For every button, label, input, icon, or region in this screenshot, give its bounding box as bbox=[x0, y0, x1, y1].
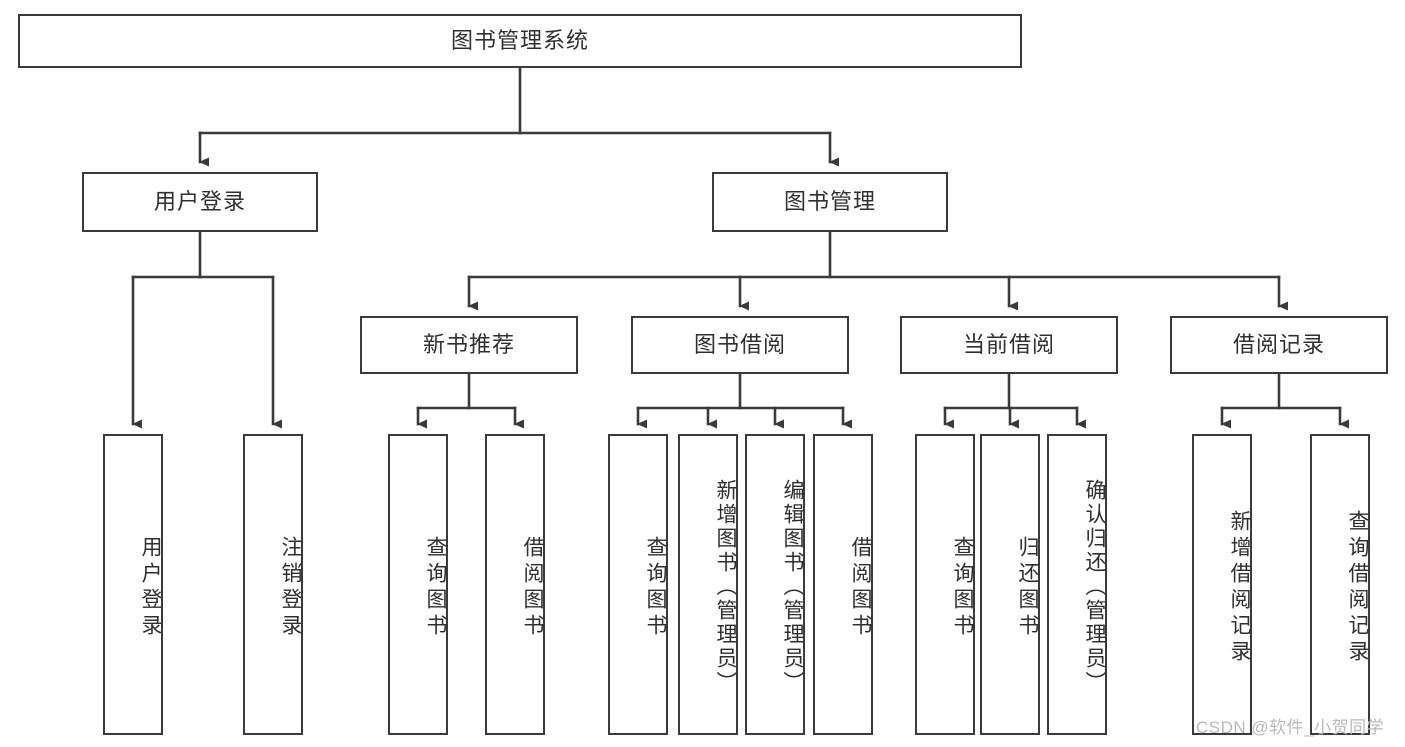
node-book-borrow-label: 图书借阅 bbox=[693, 331, 786, 357]
node-borrow-record-label: 借阅记录 bbox=[1232, 331, 1325, 357]
leaf-borrow-book-label: 借阅图书 bbox=[849, 535, 872, 640]
node-root-system-label: 图书管理系统 bbox=[450, 27, 589, 53]
leaf-query-book-rec[interactable]: 查询图书 bbox=[388, 434, 448, 735]
node-borrow-record[interactable]: 借阅记录 bbox=[1170, 316, 1388, 374]
leaf-borrow-book-rec-label: 借阅图书 bbox=[521, 535, 544, 640]
leaf-user-login-label: 用户登录 bbox=[139, 535, 162, 640]
leaf-add-borrow-record-label: 新增借阅记录 bbox=[1228, 509, 1251, 666]
leaf-query-borrow-record-label: 查询借阅记录 bbox=[1346, 509, 1369, 666]
leaf-logout-label: 注销登录 bbox=[279, 535, 302, 640]
leaf-logout[interactable]: 注销登录 bbox=[243, 434, 303, 735]
node-current-borrow-label: 当前借阅 bbox=[962, 331, 1055, 357]
node-book-borrow[interactable]: 图书借阅 bbox=[631, 316, 849, 374]
leaf-query-book-borrow-label: 查询图书 bbox=[644, 535, 667, 640]
leaf-return-book-label: 归还图书 bbox=[1016, 535, 1039, 640]
leaf-add-book-admin-label: 新增图书（管理员） bbox=[714, 478, 737, 695]
leaf-add-book-admin[interactable]: 新增图书（管理员） bbox=[678, 434, 738, 735]
leaf-edit-book-admin-label: 编辑图书（管理员） bbox=[781, 478, 804, 695]
node-user-login-label: 用户登录 bbox=[153, 188, 246, 214]
node-new-book-recommend[interactable]: 新书推荐 bbox=[360, 316, 578, 374]
leaf-query-borrow-record[interactable]: 查询借阅记录 bbox=[1310, 434, 1370, 735]
leaf-add-borrow-record[interactable]: 新增借阅记录 bbox=[1192, 434, 1252, 735]
leaf-query-book-rec-label: 查询图书 bbox=[424, 535, 447, 640]
leaf-confirm-return-admin[interactable]: 确认归还（管理员） bbox=[1047, 434, 1107, 735]
node-current-borrow[interactable]: 当前借阅 bbox=[900, 316, 1118, 374]
node-root-system[interactable]: 图书管理系统 bbox=[18, 14, 1022, 68]
node-book-management-label: 图书管理 bbox=[783, 188, 876, 214]
node-new-book-recommend-label: 新书推荐 bbox=[422, 331, 515, 357]
leaf-borrow-book-rec[interactable]: 借阅图书 bbox=[485, 434, 545, 735]
node-user-login[interactable]: 用户登录 bbox=[82, 172, 318, 232]
leaf-query-book-borrow[interactable]: 查询图书 bbox=[608, 434, 668, 735]
leaf-return-book[interactable]: 归还图书 bbox=[980, 434, 1040, 735]
leaf-user-login[interactable]: 用户登录 bbox=[103, 434, 163, 735]
leaf-confirm-return-admin-label: 确认归还（管理员） bbox=[1083, 478, 1106, 695]
leaf-borrow-book[interactable]: 借阅图书 bbox=[813, 434, 873, 735]
node-book-management[interactable]: 图书管理 bbox=[712, 172, 948, 232]
leaf-edit-book-admin[interactable]: 编辑图书（管理员） bbox=[745, 434, 805, 735]
leaf-query-book-current[interactable]: 查询图书 bbox=[915, 434, 975, 735]
leaf-query-book-current-label: 查询图书 bbox=[951, 535, 974, 640]
